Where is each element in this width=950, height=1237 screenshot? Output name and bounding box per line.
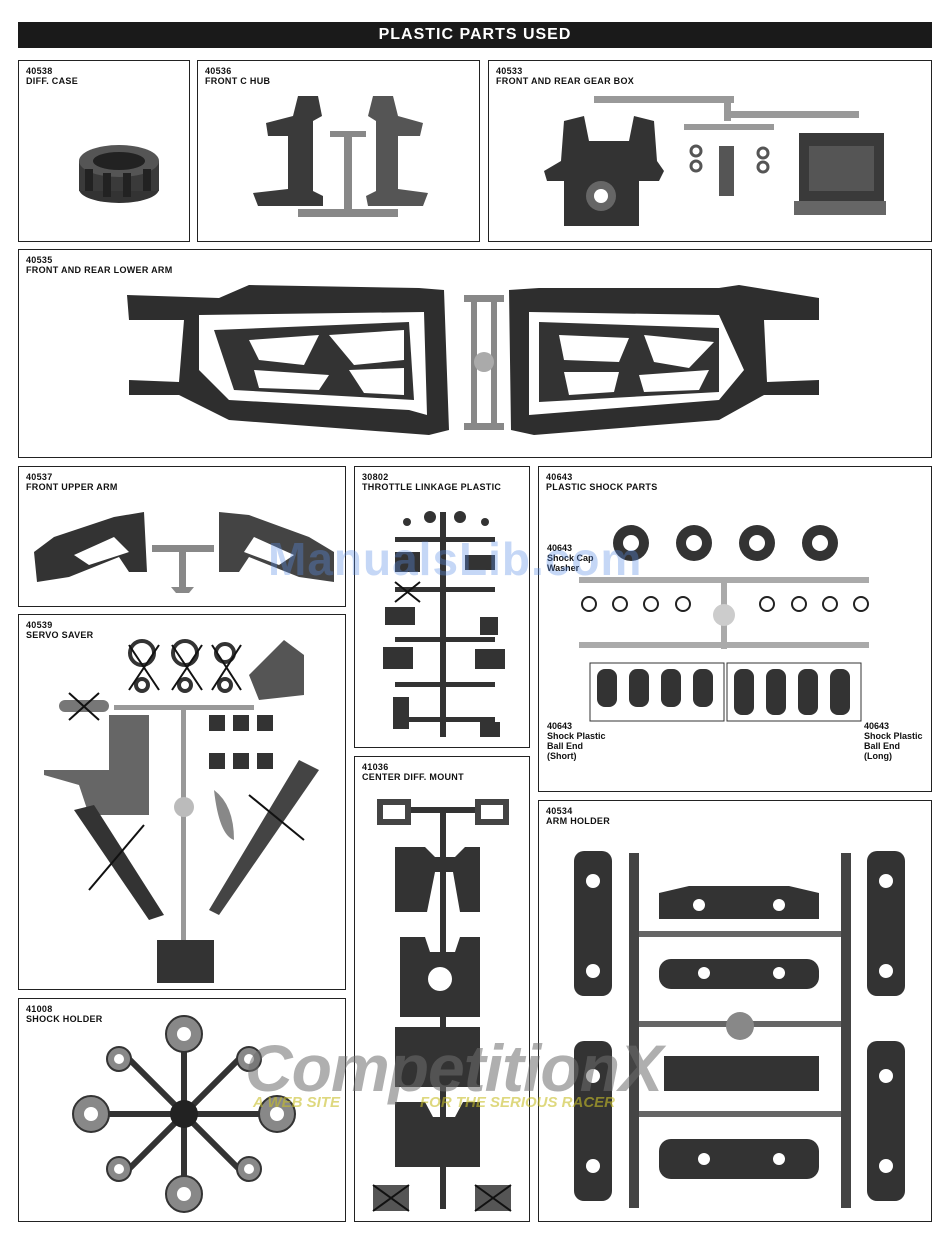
callout-number: 40643: [547, 721, 573, 731]
part-label: 40536 FRONT C HUB: [205, 66, 270, 86]
callout-line: Ball End: [547, 741, 584, 751]
part-label: 40537 FRONT UPPER ARM: [26, 472, 118, 492]
panel-shock-parts: 40643 PLASTIC SHOCK PARTS 40643 Shock Ca…: [538, 466, 932, 792]
callout-line: Shock Cap: [547, 553, 594, 563]
callout-line: (Short): [547, 751, 577, 761]
panel-throttle-linkage: 30802 THROTTLE LINKAGE PLASTIC: [354, 466, 530, 748]
panel-center-diff-mount: 41036 CENTER DIFF. MOUNT: [354, 756, 530, 1222]
panel-gear-box: 40533 FRONT AND REAR GEAR BOX: [488, 60, 932, 242]
panel-diff-case: 40538 DIFF. CASE: [18, 60, 190, 242]
callout-line: Washer: [547, 563, 580, 573]
lower-arm-drawing: [127, 285, 819, 435]
panel-lower-arm: 40535 FRONT AND REAR LOWER ARM: [18, 249, 932, 458]
part-number: 40536: [205, 66, 232, 76]
panel-upper-arm: 40537 FRONT UPPER ARM: [18, 466, 346, 607]
part-name: PLASTIC SHOCK PARTS: [546, 482, 658, 492]
part-number: 40535: [26, 255, 53, 265]
servo-saver-drawing: [44, 639, 319, 983]
part-number: 40533: [496, 66, 523, 76]
upper-arm-drawing: [34, 512, 334, 593]
callout-number: 40643: [547, 543, 573, 553]
part-name: SERVO SAVER: [26, 630, 94, 640]
part-number: 40538: [26, 66, 53, 76]
shock-cap-washer-label: 40643 Shock Cap Washer: [547, 543, 594, 573]
part-name: DIFF. CASE: [26, 76, 79, 86]
shock-parts-drawing: [579, 525, 869, 722]
part-label: 41008 SHOCK HOLDER: [26, 1004, 103, 1024]
panel-arm-holder: 40534 ARM HOLDER: [538, 800, 932, 1222]
callout-line: Shock Plastic: [547, 731, 606, 741]
panel-shock-holder: 41008 SHOCK HOLDER: [18, 998, 346, 1222]
part-number: 41008: [26, 1004, 53, 1014]
callout-number: 40643: [864, 721, 890, 731]
part-label: 30802 THROTTLE LINKAGE PLASTIC: [362, 472, 501, 492]
part-number: 40643: [546, 472, 573, 482]
manualslib-watermark: ManualsLib.com: [268, 533, 643, 585]
part-name: CENTER DIFF. MOUNT: [362, 772, 464, 782]
diff-case-drawing: [79, 145, 159, 203]
shock-holder-drawing: [72, 1015, 296, 1213]
arm-holder-drawing: [574, 851, 905, 1208]
callout-line: Ball End: [864, 741, 901, 751]
part-label: 41036 CENTER DIFF. MOUNT: [362, 762, 464, 782]
brand-watermark-text: CompetitionX: [245, 1031, 663, 1105]
part-number: 40539: [26, 620, 53, 630]
throttle-linkage-drawing: [383, 511, 505, 737]
brand-tagline-right: FOR THE SERIOUS RACER: [420, 1094, 616, 1111]
part-name: FRONT UPPER ARM: [26, 482, 118, 492]
part-number: 41036: [362, 762, 389, 772]
brand-watermark: CompetitionX A WEB SITE FOR THE SERIOUS …: [245, 1030, 715, 1115]
callout-line: (Long): [864, 751, 892, 761]
gear-box-drawing: [544, 96, 886, 226]
part-name: SHOCK HOLDER: [26, 1014, 103, 1024]
part-name: THROTTLE LINKAGE PLASTIC: [362, 482, 502, 492]
center-diff-mount-drawing: [372, 799, 512, 1212]
panel-front-c-hub: 40536 FRONT C HUB: [197, 60, 480, 242]
ball-end-long-label: 40643 Shock Plastic Ball End (Long): [864, 721, 923, 761]
part-number: 40537: [26, 472, 53, 482]
part-name: ARM HOLDER: [546, 816, 610, 826]
part-label: 40535 FRONT AND REAR LOWER ARM: [26, 255, 173, 275]
part-label: 40539 SERVO SAVER: [26, 620, 94, 640]
part-number: 30802: [362, 472, 389, 482]
part-name: FRONT AND REAR GEAR BOX: [496, 76, 635, 86]
part-name: FRONT AND REAR LOWER ARM: [26, 265, 173, 275]
part-number: 40534: [546, 806, 573, 816]
part-label: 40643 PLASTIC SHOCK PARTS: [546, 472, 658, 492]
panel-servo-saver: 40539 SERVO SAVER: [18, 614, 346, 990]
page-title: PLASTIC PARTS USED: [18, 22, 932, 48]
callout-line: Shock Plastic: [864, 731, 923, 741]
c-hub-drawing: [253, 96, 428, 217]
part-label: 40538 DIFF. CASE: [26, 66, 78, 86]
part-label: 40534 ARM HOLDER: [546, 806, 610, 826]
ball-end-short-label: 40643 Shock Plastic Ball End (Short): [547, 721, 606, 761]
part-name: FRONT C HUB: [205, 76, 271, 86]
part-label: 40533 FRONT AND REAR GEAR BOX: [496, 66, 634, 86]
brand-tagline-left: A WEB SITE: [253, 1094, 340, 1111]
